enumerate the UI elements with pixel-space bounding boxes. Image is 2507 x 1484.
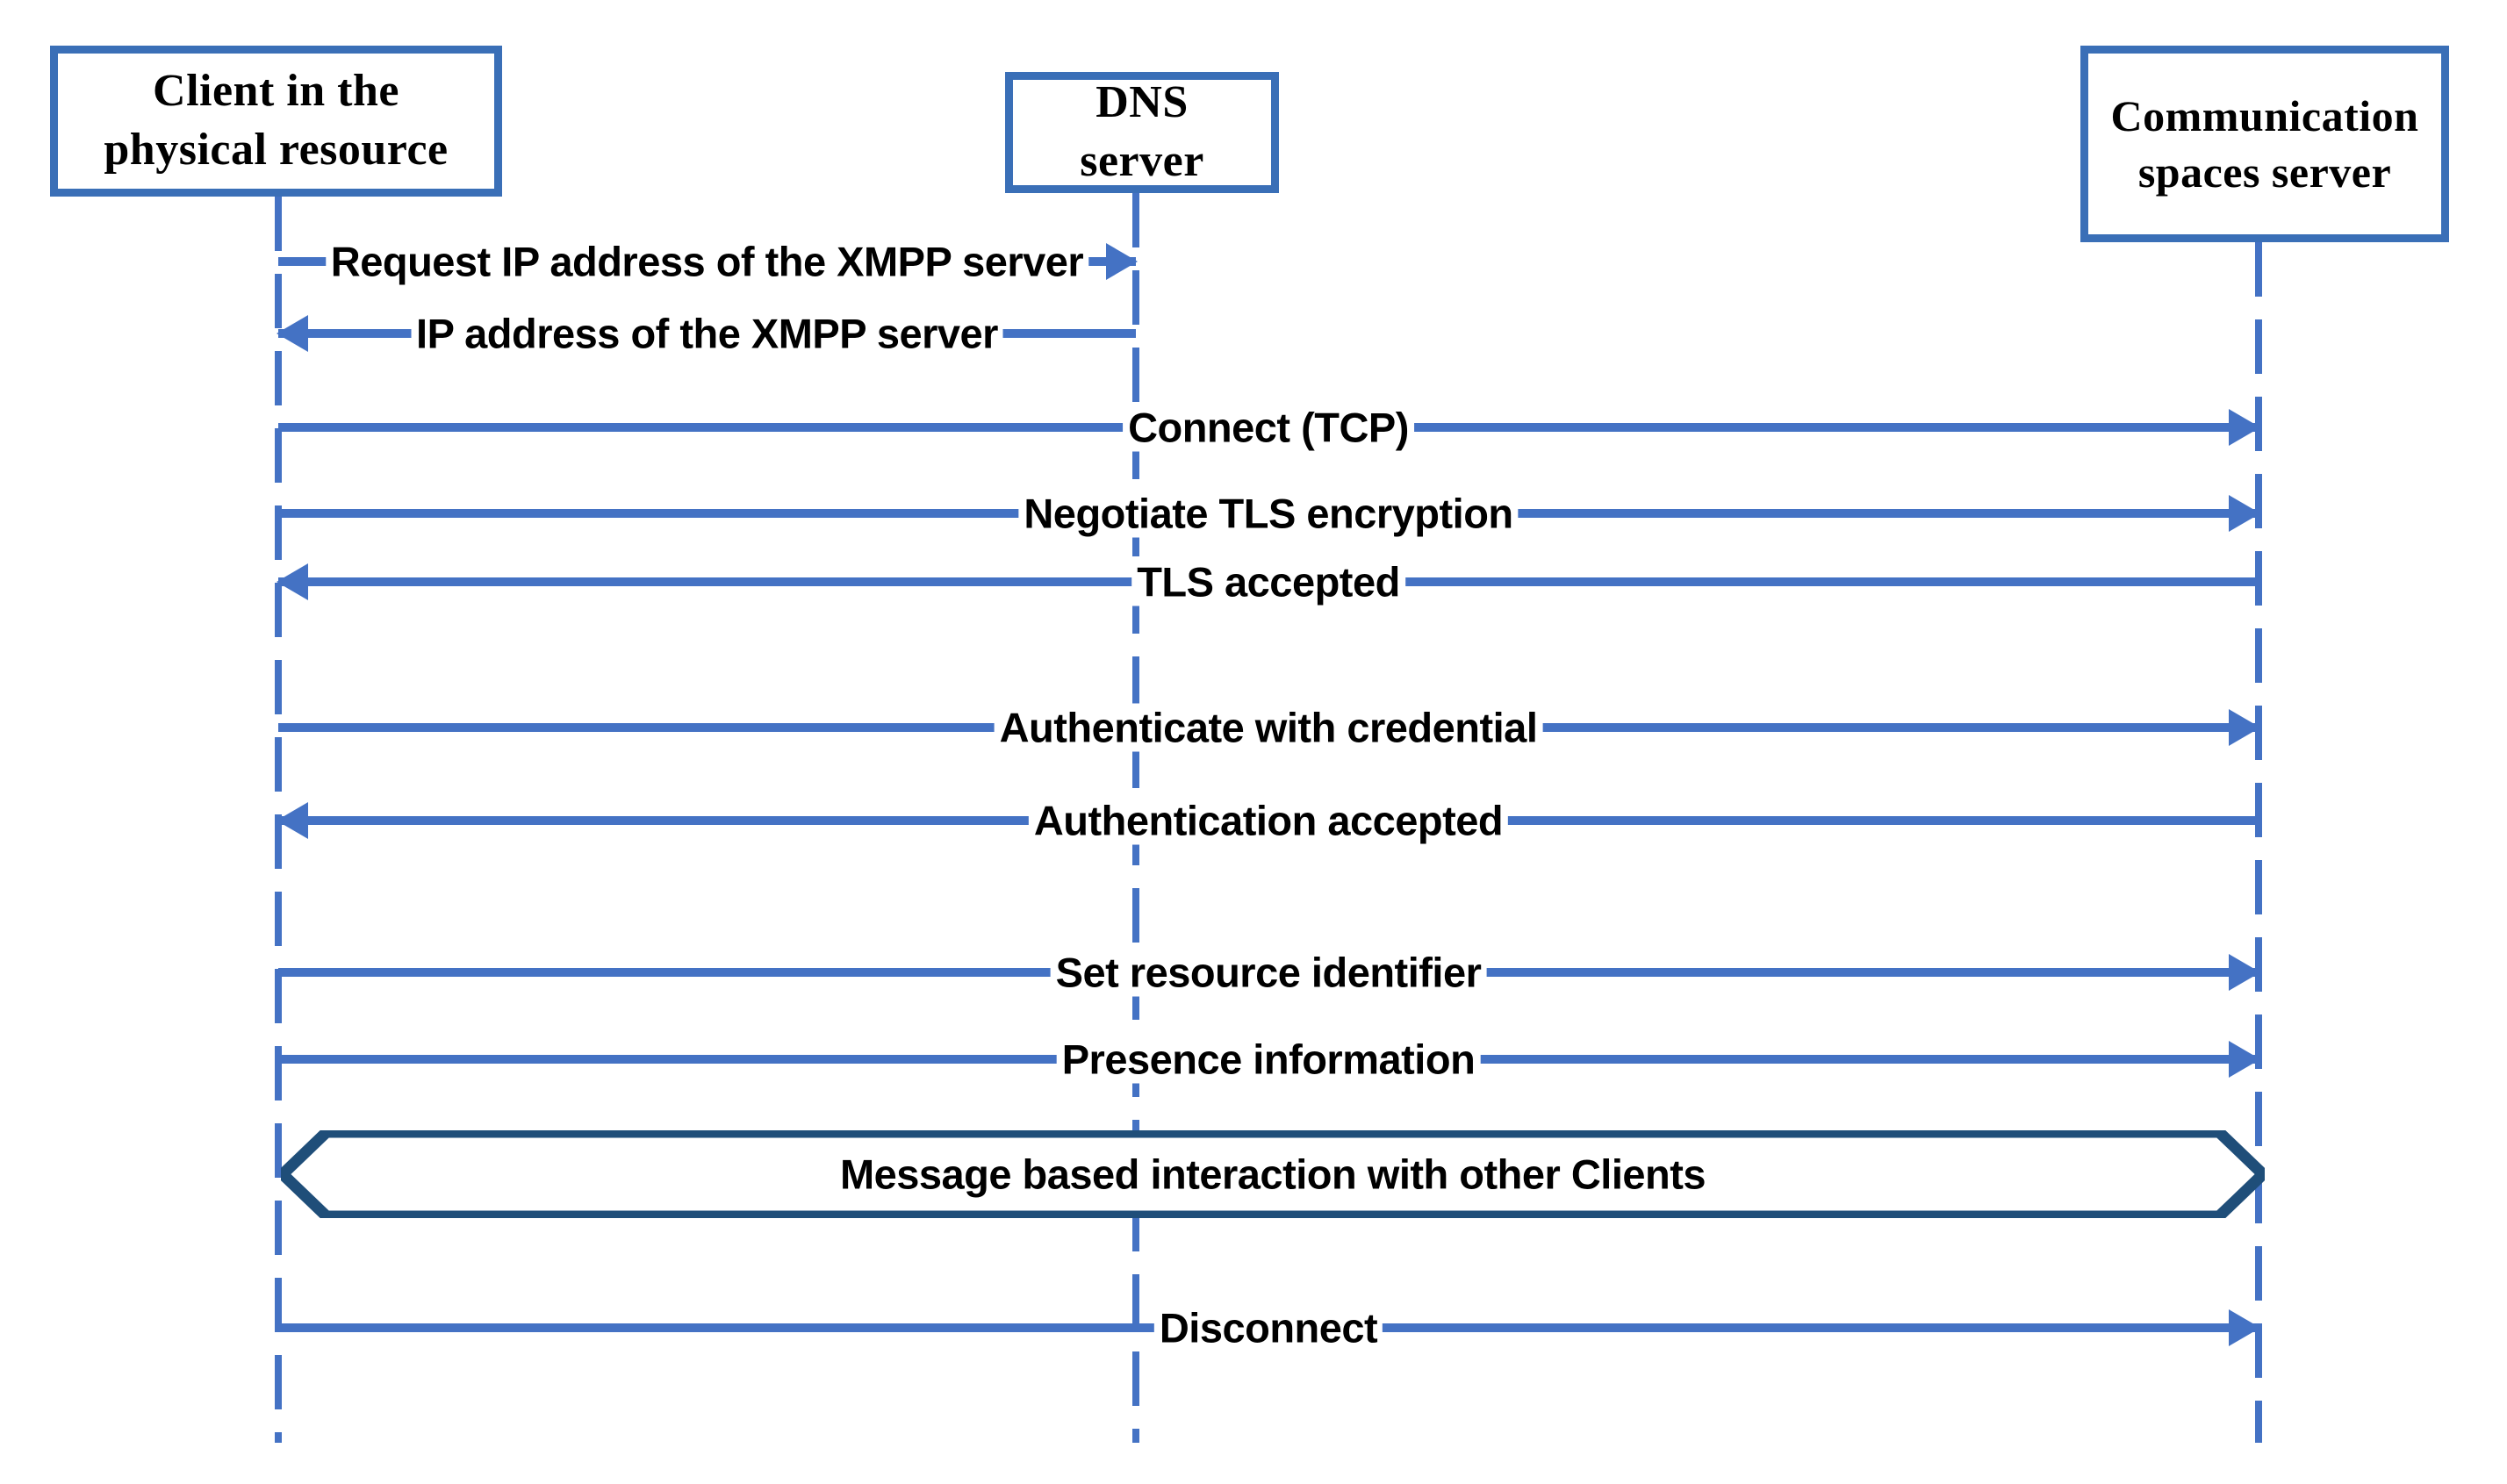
interaction-block-message-based-interaction[interactable]: Message based interaction with other Cli… (281, 1130, 2265, 1218)
participant-client-label: Client in the physical resource (104, 62, 448, 179)
lifeline-comm (2255, 242, 2262, 1443)
arrowhead-right-icon (2229, 1309, 2260, 1346)
arrowhead-right-icon (2229, 954, 2260, 991)
participant-comm-label-line1: Communication (2110, 91, 2419, 140)
participant-dns-label-line2: server (1080, 136, 1204, 186)
message-label: Disconnect (1153, 1303, 1383, 1352)
message-label: Connect (TCP) (1123, 403, 1414, 452)
message-label: Authenticate with credential (994, 703, 1543, 752)
message-label: Set resource identifier (1050, 948, 1487, 997)
arrowhead-left-icon (277, 563, 308, 600)
participant-comm-label: Communication spaces server (2111, 88, 2419, 200)
participant-client-in-the-physical-resource[interactable]: Client in the physical resource (50, 46, 502, 197)
message-label: Presence information (1056, 1035, 1481, 1084)
message-label: Request IP address of the XMPP server (325, 237, 1089, 286)
arrowhead-right-icon (2229, 409, 2260, 446)
participant-dns-label: DNS server (1080, 74, 1204, 190)
arrowhead-right-icon (2229, 709, 2260, 746)
arrowhead-left-icon (277, 802, 308, 839)
message-label: IP address of the XMPP server (411, 309, 1003, 358)
participant-client-label-line1: Client in the (153, 66, 399, 117)
hexagon-shape-icon (281, 1130, 2265, 1218)
participant-client-label-line2: physical resource (104, 125, 449, 175)
participant-dns-label-line1: DNS (1095, 77, 1189, 128)
participant-communication-spaces-server[interactable]: Communication spaces server (2080, 46, 2449, 242)
message-label: Negotiate TLS encryption (1018, 489, 1519, 538)
arrowhead-right-icon (1106, 243, 1138, 280)
participant-dns-server[interactable]: DNS server (1005, 72, 1279, 193)
participant-comm-label-line2: spaces server (2137, 147, 2392, 197)
message-label: TLS accepted (1131, 557, 1405, 606)
arrowhead-right-icon (2229, 495, 2260, 532)
message-label: Authentication accepted (1028, 796, 1509, 845)
arrowhead-right-icon (2229, 1041, 2260, 1078)
arrowhead-left-icon (277, 315, 308, 352)
interaction-block-label: Message based interaction with other Cli… (839, 1151, 1706, 1198)
